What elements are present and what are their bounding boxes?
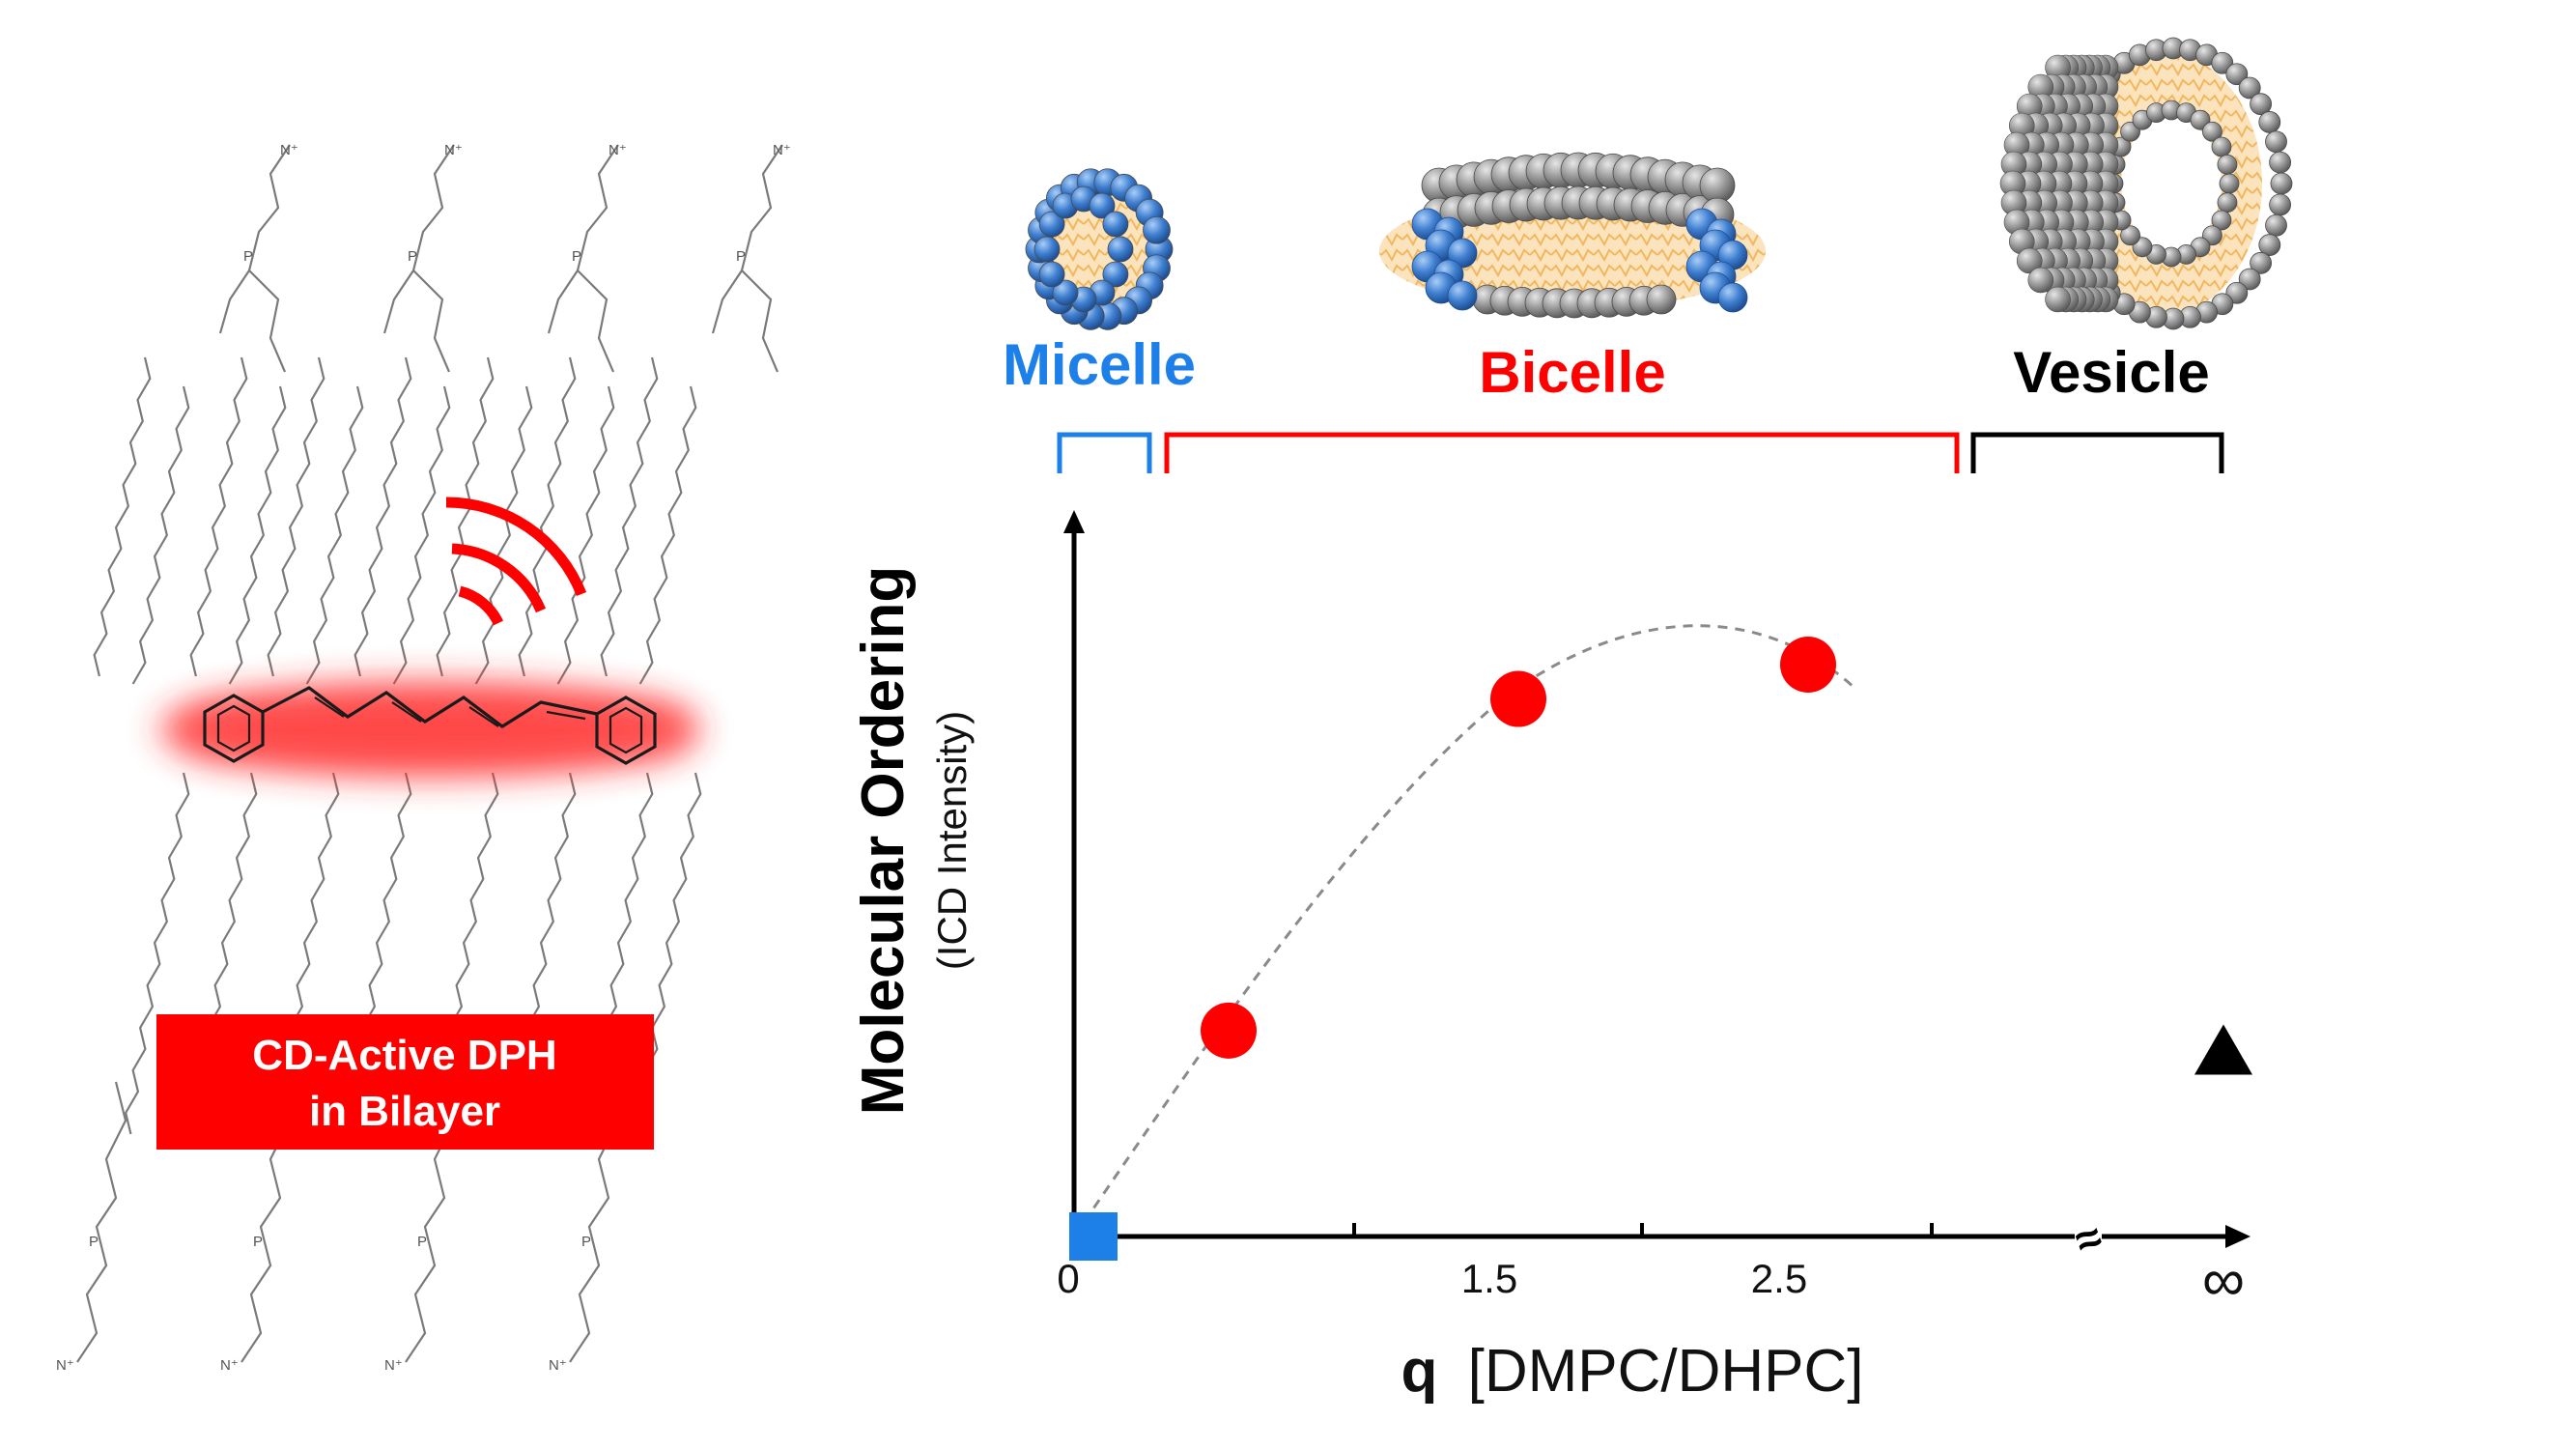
bicelle-data-point-1 xyxy=(1490,670,1546,727)
svg-text:N⁺: N⁺ xyxy=(280,142,298,158)
dph-molecule xyxy=(203,686,657,765)
micelle-data-point-0 xyxy=(1069,1212,1118,1261)
vesicle-bracket xyxy=(1970,432,2224,473)
label-box-line2: in Bilayer xyxy=(309,1088,500,1135)
lipid-bilayer-illustration: N⁺ P N⁺ P N⁺ P N⁺ P P N⁺ P N⁺ P N⁺ P N⁺ xyxy=(56,142,791,1374)
bicelle-data-point-2 xyxy=(1780,637,1836,693)
x-tick-label-3: ∞ xyxy=(2202,1247,2245,1314)
svg-text:P: P xyxy=(408,248,417,265)
dph-glow-core xyxy=(184,703,686,757)
vesicle-data-point-0 xyxy=(2194,1024,2252,1075)
bicelle-data-point-0 xyxy=(1201,1002,1257,1059)
x-tick-label-1: 1.5 xyxy=(1461,1256,1517,1301)
svg-text:P: P xyxy=(581,1234,591,1250)
y-axis-title: Molecular Ordering xyxy=(850,566,917,1115)
svg-text:P: P xyxy=(89,1234,99,1250)
vesicle-illustration xyxy=(1999,37,2293,330)
svg-text:N⁺: N⁺ xyxy=(549,1357,567,1374)
x-axis-arrow xyxy=(2225,1225,2250,1248)
svg-text:P: P xyxy=(572,248,581,265)
x-tick-label-0: 0 xyxy=(1057,1256,1079,1301)
micelle-label: Micelle xyxy=(1003,332,1196,397)
y-axis-subtitle: (ICD Intensity) xyxy=(929,711,975,970)
chart: ≈ 0 1.5 2.5 ∞ q [DMPC/DHPC] Molecular Or… xyxy=(850,510,2252,1405)
x-axis-title: q [DMPC/DHPC] xyxy=(1401,1338,1863,1405)
svg-text:P: P xyxy=(253,1234,263,1250)
svg-text:P: P xyxy=(736,248,746,265)
svg-text:P: P xyxy=(243,248,253,265)
emission-waves-icon xyxy=(445,497,587,626)
svg-text:N⁺: N⁺ xyxy=(444,142,463,158)
svg-text:N⁺: N⁺ xyxy=(384,1357,403,1374)
svg-text:N⁺: N⁺ xyxy=(220,1357,239,1374)
micelle-illustration xyxy=(1025,168,1174,330)
x-tick-label-2: 2.5 xyxy=(1751,1256,1807,1301)
label-box xyxy=(156,1014,654,1150)
y-axis-arrow xyxy=(1063,510,1085,533)
micelle-bracket xyxy=(1057,432,1152,473)
label-box-line1: CD-Active DPH xyxy=(252,1032,556,1079)
trend-curve xyxy=(1072,624,1856,1237)
vesicle-label: Vesicle xyxy=(2013,340,2210,405)
svg-text:P: P xyxy=(417,1234,427,1250)
svg-text:N⁺: N⁺ xyxy=(773,142,791,158)
bicelle-bracket xyxy=(1164,432,1960,473)
svg-text:N⁺: N⁺ xyxy=(609,142,627,158)
bicelle-illustration xyxy=(1379,152,1766,319)
svg-text:N⁺: N⁺ xyxy=(56,1357,74,1374)
x-axis-minor-ticks xyxy=(1352,1223,1934,1236)
bicelle-label: Bicelle xyxy=(1479,340,1665,405)
